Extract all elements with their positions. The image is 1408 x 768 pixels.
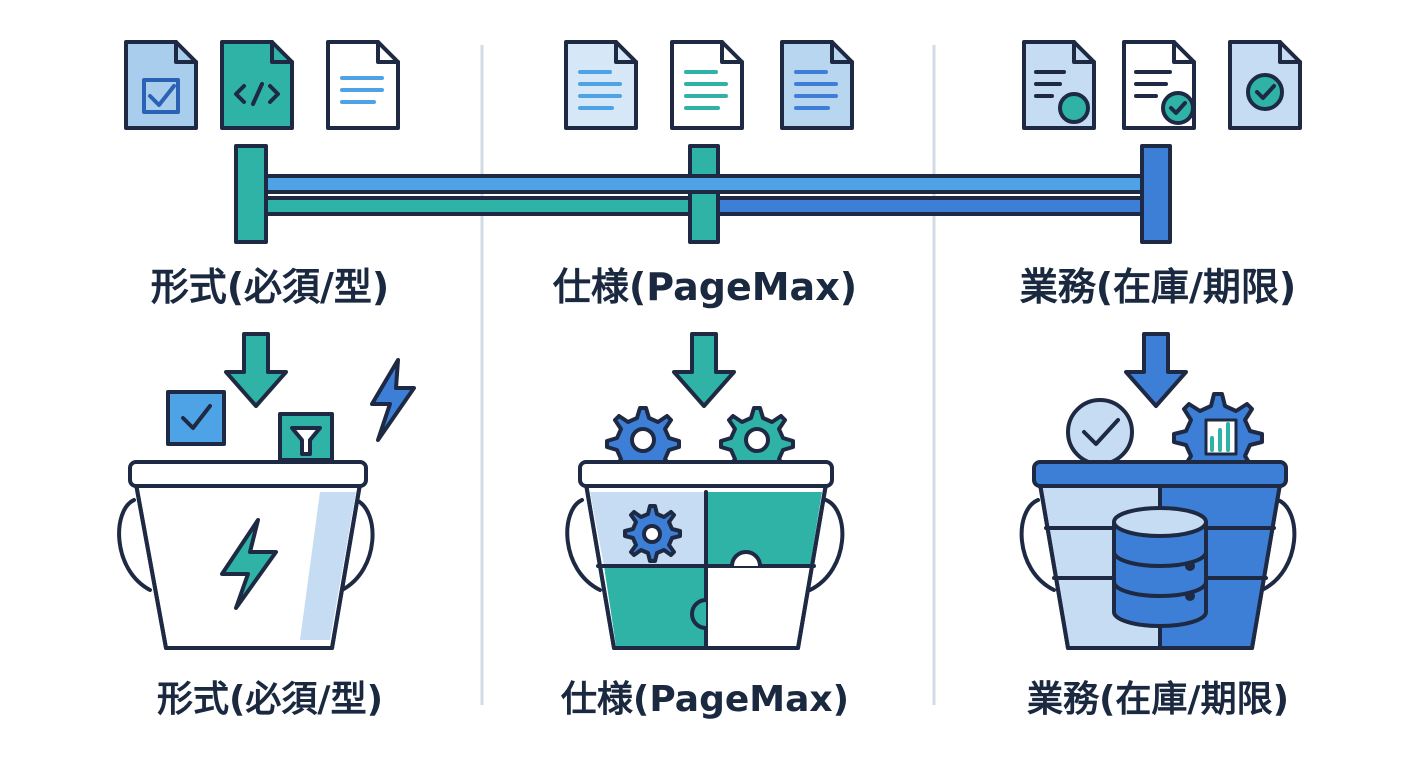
bucket-database-icon bbox=[1019, 460, 1297, 650]
document-check-icon bbox=[1122, 40, 1196, 130]
checkbox-icon bbox=[166, 390, 226, 446]
document-lines-icon bbox=[670, 40, 744, 130]
column-3-label-bottom: 業務(在庫/期限) bbox=[1026, 679, 1290, 720]
column-2-label-bottom: 仕様(PageMax) bbox=[560, 679, 850, 720]
arrow-down-icon bbox=[1124, 332, 1188, 408]
document-lines-icon bbox=[564, 40, 638, 130]
document-lines-icon bbox=[326, 40, 400, 130]
gear-icon bbox=[623, 504, 682, 563]
bucket-puzzle-icon bbox=[565, 460, 845, 650]
column-1-label-top: 形式(必須/型) bbox=[150, 265, 390, 309]
column-3-label-top: 業務(在庫/期限) bbox=[1019, 265, 1297, 309]
bucket-lightning-icon bbox=[117, 460, 375, 650]
arrow-down-icon bbox=[672, 332, 736, 408]
lightning-icon bbox=[370, 358, 416, 442]
checkmark-circle-icon bbox=[1066, 398, 1134, 466]
document-code-icon bbox=[220, 40, 294, 130]
column-1-label-bottom: 形式(必須/型) bbox=[156, 679, 384, 720]
connector-bus bbox=[234, 144, 1172, 244]
document-chart-icon bbox=[1022, 40, 1096, 130]
arrow-down-icon bbox=[224, 332, 288, 408]
document-lines-icon bbox=[780, 40, 854, 130]
document-check-icon bbox=[1228, 40, 1302, 130]
column-2-label-top: 仕様(PageMax) bbox=[552, 265, 858, 309]
funnel-icon bbox=[278, 412, 334, 462]
document-check-icon bbox=[124, 40, 198, 130]
